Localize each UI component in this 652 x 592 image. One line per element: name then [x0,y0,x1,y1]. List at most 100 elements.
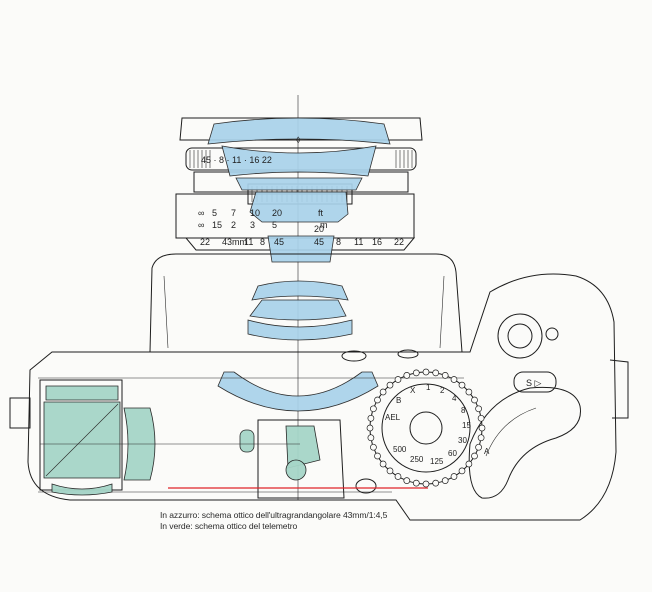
dial-tooth [394,376,402,383]
distance-m-3: 3 [250,220,255,230]
rewind-knob [497,313,543,359]
dial-labels: AEL B X 1 2 4 8 15 30 60 125 250 500 A [385,383,490,466]
dial-label-ael: AEL [385,413,401,422]
dof-5: 45 [314,237,324,247]
housing-outline [149,253,463,353]
dial-tooth [374,452,381,460]
dof-8: 16 [372,237,382,247]
aperture-index-mark: ◊ [296,135,301,145]
dial-label-30: 30 [458,436,467,445]
dial-tooth [366,424,374,432]
dof-model: 43mm [222,237,247,247]
rangefinder-prism [285,425,321,469]
dial-knurling [366,368,486,488]
rear-meniscus-element [217,371,379,412]
rear-lens-element-1 [267,235,335,263]
dial-tooth [450,473,458,480]
left-strap-lug [9,397,31,429]
dial-label-b: B [396,396,401,405]
internal-bracket [257,419,345,499]
dial-inner [381,383,471,473]
housing-screw-2 [397,349,419,359]
dial-tooth [394,473,402,480]
dial-tooth [367,414,375,422]
distance-m-1: 15 [212,220,222,230]
shutter-button-label: S ▷ [526,378,542,388]
aperture-ring-knurling [189,150,413,168]
dial-tooth [422,368,430,376]
dof-9: 22 [394,237,404,247]
dial-label-8: 8 [461,406,466,415]
distance-ft-0: ∞ [198,208,204,218]
dial-tooth [386,467,394,475]
dial-tooth [379,460,387,468]
rangefinder-roller [285,459,307,481]
bottom-screw [355,478,377,494]
caption-line-green: In verde: schema ottico del telemetro [160,521,298,531]
dof-7: 11 [354,237,363,247]
housing-screw [341,350,367,362]
dial-label-1: 1 [426,383,431,392]
rangefinder-optics [39,379,321,496]
dial-tooth [441,477,449,484]
finder-bottom-lens [51,483,113,496]
dof-4: 45 [274,237,284,247]
dial-tooth [379,388,387,396]
distance-ft-unit: ft [318,208,324,218]
inner-lens-group [249,191,349,223]
caption-line-blue: In azzurro: schema ottico dell'ultragran… [160,510,388,520]
dof-0: 22 [200,237,210,247]
figure-caption: In azzurro: schema ottico dell'ultragran… [160,510,387,532]
distance-m-4: 5 [272,220,277,230]
right-strap-lug [609,359,629,419]
rear-lens-element-2 [251,280,349,301]
distance-ft-2: 7 [231,208,236,218]
distance-ft-3: 10 [250,208,260,218]
body-outline [27,273,617,521]
dial-tooth [412,369,420,377]
lens-hood [179,117,423,141]
rear-lens-element-4 [247,319,353,341]
film-advance-lever [468,386,581,499]
dial-label-a: A [484,447,490,456]
rear-lens-element-3 [249,299,347,321]
dial-tooth [475,443,482,451]
distance-m-0: ∞ [198,220,204,230]
dial-tooth [458,381,466,389]
dial-label-4: 4 [452,394,457,403]
dial-tooth [367,434,375,442]
third-lens-element [235,177,363,191]
dial-tooth [450,376,458,383]
lens-mount-base [184,237,416,251]
prism-housing [149,253,463,362]
dof-6: 8 [336,237,341,247]
finder-top-block [45,385,119,401]
dial-tooth [374,396,381,404]
dial-label-60: 60 [448,449,457,458]
shutter-speed-dial: AEL B X 1 2 4 8 15 30 60 125 250 500 A [369,371,490,485]
dial-tooth [477,434,485,442]
dial-tooth [432,369,440,377]
dial-tooth [465,460,473,468]
dial-tooth [403,477,411,484]
dial-tooth [471,396,478,404]
dial-label-2: 2 [440,386,445,395]
dial-label-500: 500 [393,445,407,454]
shutter-button [513,371,557,393]
dial-tooth [432,479,440,487]
dial-label-250: 250 [410,455,424,464]
dial-tooth [465,388,473,396]
dial-tooth [370,405,377,413]
lens-assembly: 45 · 8 · 11 · 16 22 ◊ ∞ 5 7 10 20 ft ∞ 1… [175,117,423,412]
focus-center-value: 20 [314,224,324,234]
distance-ft-1: 5 [212,208,217,218]
distance-m-2: 2 [231,220,236,230]
dial-tooth [370,443,377,451]
depth-of-field-scale: 22 43mm 11 8 45 45 8 11 16 22 [200,237,404,247]
dial-tooth [458,467,466,475]
dial-tooth [471,452,478,460]
rangefinder-small-lens [239,429,255,453]
second-lens-element [221,145,377,177]
